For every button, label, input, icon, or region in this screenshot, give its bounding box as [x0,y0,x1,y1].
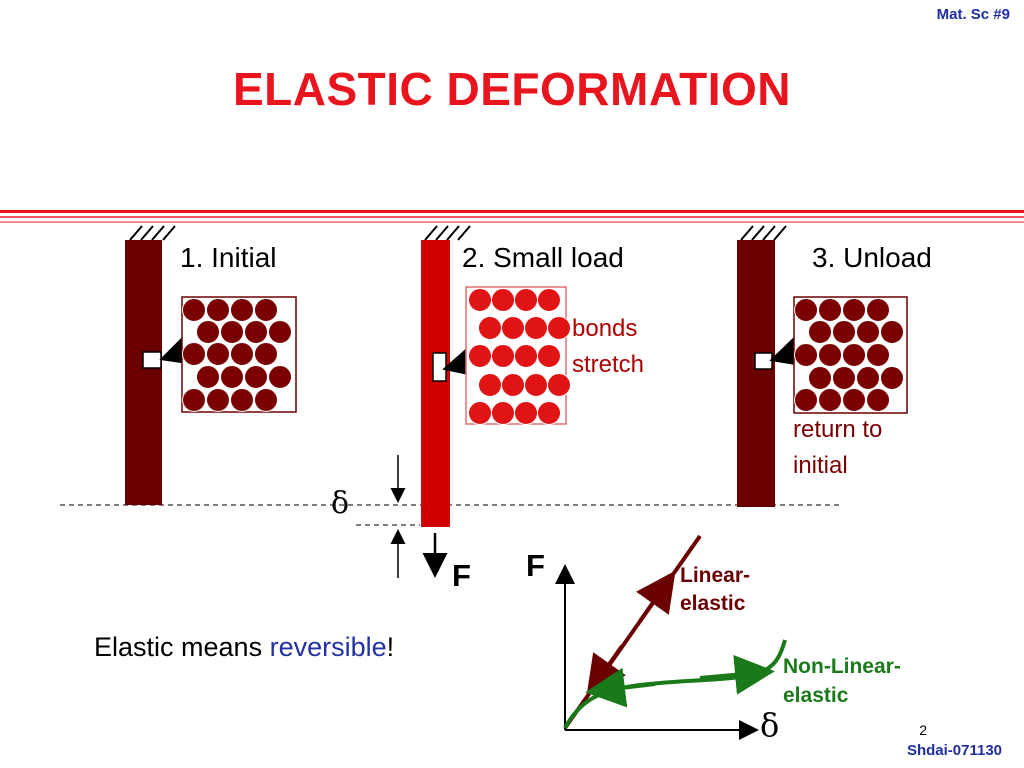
stage-2-label: 2. Small load [462,242,624,273]
atom-lattice-stretched [465,286,571,425]
stage-3-label: 3. Unload [812,242,932,273]
divider-rule [0,210,1024,226]
atom-lattice-returned [793,296,908,414]
linear-elastic-label: Linear- elastic [680,564,751,615]
delta-symbol: δ [331,486,350,521]
elastic-caption: Elastic means reversible! [94,632,395,662]
return-note: return to initial [793,416,883,479]
stage-1-label: 1. Initial [180,242,277,273]
force-displacement-graph [555,534,787,740]
graph-y-label: F [526,548,545,583]
delta-dimension [356,455,420,578]
course-reference: Mat. Sc #9 [936,6,1010,23]
graph-x-label: δ [760,706,780,744]
atom-lattice-initial [181,296,297,413]
slide-title: ELASTIC DEFORMATION [232,63,792,115]
page-number: 2 [919,722,927,738]
stage-2-bar [421,225,471,527]
footer-reference: Shdai-071130 [906,742,1002,759]
bonds-stretch-note: bonds stretch [572,315,645,378]
force-label: F [452,558,471,593]
stage-3-bar [737,225,787,507]
nonlinear-elastic-label: Non-Linear- elastic [783,655,901,707]
stage-1-bar [125,225,176,505]
